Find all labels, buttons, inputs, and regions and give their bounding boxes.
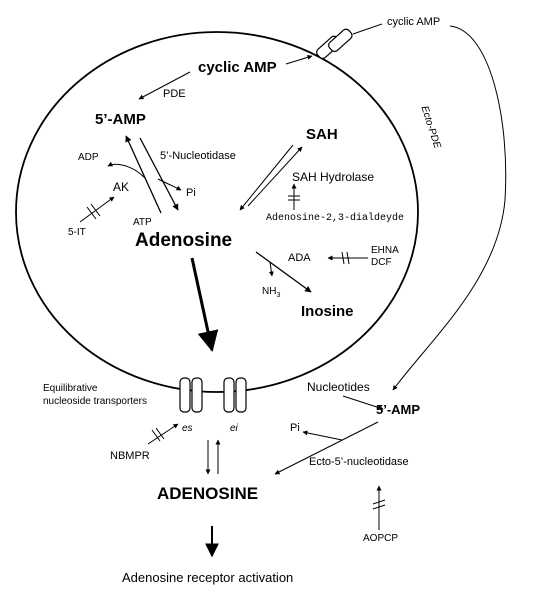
ehna-label: EHNA — [371, 246, 399, 256]
ak-label: AK — [113, 181, 129, 193]
ei-transporter — [224, 378, 246, 412]
atp-label: ATP — [133, 218, 152, 228]
sah-hydrolase-arrow-down — [240, 145, 293, 210]
camp-transporter — [315, 28, 354, 61]
nh3-label: NH3 — [262, 287, 280, 299]
sah-label: SAH — [306, 127, 338, 142]
five-nucleotidase-label: 5’-Nucleotidase — [160, 151, 236, 162]
adenosine-outside-label: ADENOSINE — [157, 485, 258, 502]
pi-outside-label: Pi — [290, 423, 300, 434]
ecto-pde-arrow — [393, 26, 506, 390]
adp-label: ADP — [78, 153, 99, 163]
dialdehyde-label: Adenosine-2,3-dialdeyde — [266, 214, 404, 224]
ada-label: ADA — [288, 253, 311, 264]
five-amp-outside-label: 5’-AMP — [376, 403, 420, 416]
transporters-label-line1: Equilibrative — [43, 384, 97, 394]
cell-membrane — [16, 32, 418, 392]
adenosine-inside-label: Adenosine — [135, 231, 232, 250]
ei-label: ei — [230, 424, 238, 434]
ak-arrow — [126, 136, 161, 213]
pi-inside-label: Pi — [186, 188, 196, 199]
five-amp-inside-label: 5’-AMP — [95, 112, 146, 127]
pde-label: PDE — [163, 89, 186, 100]
es-label: es — [182, 424, 193, 434]
aopcp-label: AOPCP — [363, 534, 398, 544]
nucleotides-label: Nucleotides — [307, 381, 370, 393]
cyclic-amp-outside-label: cyclic AMP — [387, 17, 440, 28]
nbmpr-inhibition — [148, 424, 178, 444]
nbmpr-label: NBMPR — [110, 451, 150, 462]
five-it-label: 5-IT — [68, 228, 86, 238]
nh3-text: NH — [262, 286, 276, 297]
ecto-nucleotidase-label: Ecto-5’-nucleotidase — [309, 457, 409, 468]
adenosine-efflux-arrow — [192, 258, 212, 350]
receptor-activation-label: Adenosine receptor activation — [122, 571, 293, 584]
sah-hydrolase-label: SAH Hydrolase — [292, 171, 374, 183]
es-transporter — [180, 378, 202, 412]
nh3-subscript: 3 — [276, 292, 280, 299]
inosine-label: Inosine — [301, 304, 354, 319]
nucleotidase-arrow — [140, 138, 178, 210]
transporters-label-line2: nucleoside transporters — [43, 397, 147, 407]
five-it-inhibition — [80, 197, 114, 222]
cyclic-amp-inside-label: cyclic AMP — [198, 60, 277, 75]
camp-export-arrow — [286, 56, 312, 64]
dcf-label: DCF — [371, 258, 392, 268]
